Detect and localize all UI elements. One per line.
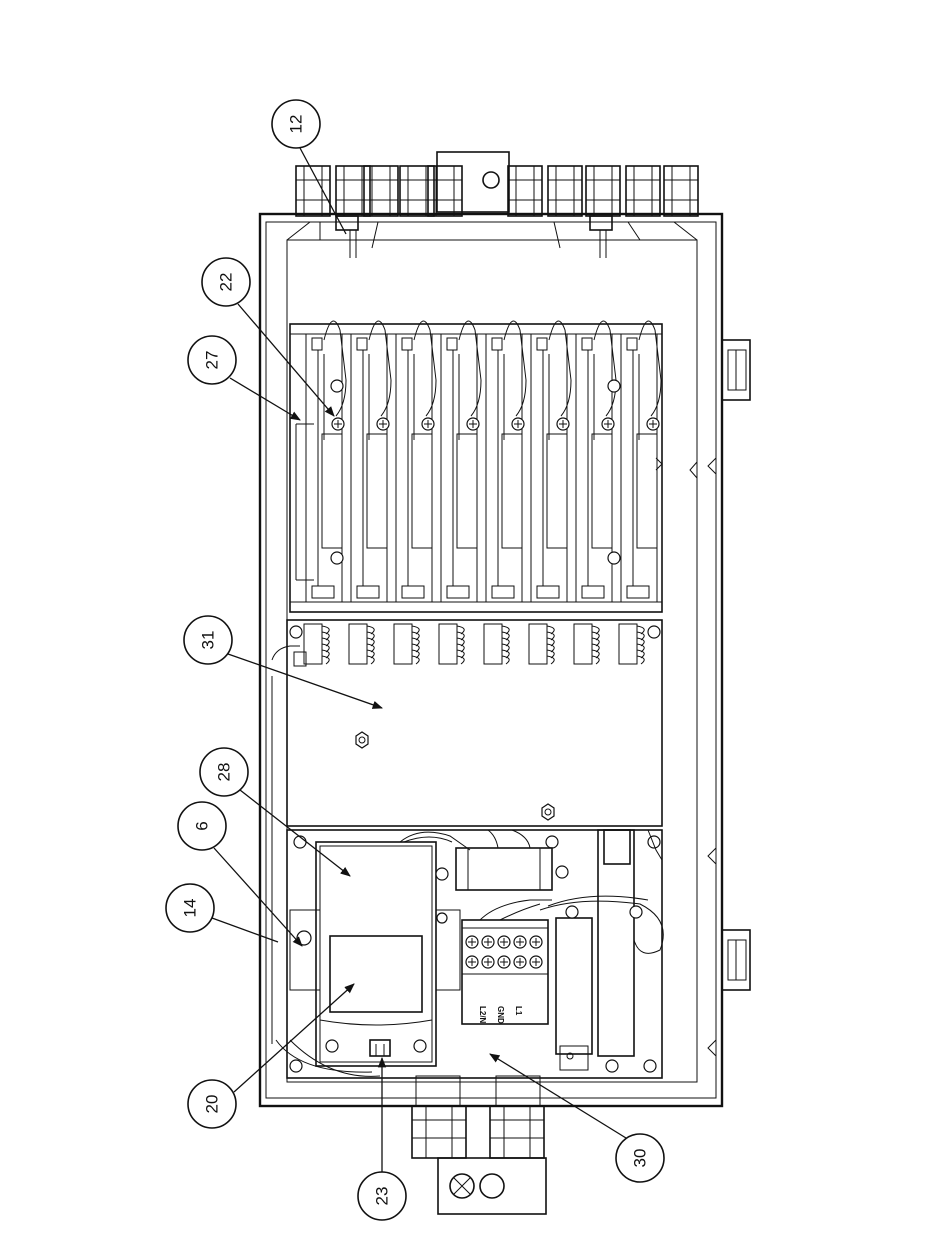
relay-module — [396, 321, 436, 602]
relay-module — [351, 321, 391, 602]
relay-module — [531, 321, 571, 602]
callout-14: 14 — [166, 884, 278, 942]
terminal-screw — [530, 936, 542, 948]
terminal-screw — [482, 956, 494, 968]
lower-component-plate — [287, 830, 662, 1078]
fuse-holder — [540, 830, 663, 1070]
cable-gland — [428, 166, 462, 216]
terminal-screw — [498, 936, 510, 948]
callout-number: 28 — [215, 763, 234, 782]
callout-number: 23 — [373, 1187, 392, 1206]
relay-module — [441, 321, 481, 602]
connector-strip — [394, 624, 419, 664]
connector-strip — [619, 624, 644, 664]
cable-gland — [364, 166, 398, 216]
callout-number: 6 — [193, 821, 212, 830]
connector-strip — [574, 624, 599, 664]
callout-27: 27 — [188, 336, 300, 420]
connector-strip — [484, 624, 509, 664]
power-supply-plate — [266, 620, 662, 1044]
terminal-label: L2/N — [478, 1006, 487, 1024]
cable-gland — [548, 166, 582, 216]
terminal-screw — [498, 956, 510, 968]
terminal-label: GND — [496, 1006, 505, 1024]
terminal-screw — [530, 956, 542, 968]
callout-leader — [234, 984, 354, 1092]
cable-gland — [336, 166, 370, 216]
callout-number: 31 — [199, 631, 218, 650]
top-gland-row — [296, 152, 698, 216]
relay-module — [486, 321, 526, 602]
callout-number: 30 — [631, 1149, 650, 1168]
hinge-top — [722, 340, 750, 400]
callout-leader — [228, 654, 382, 708]
callout-number: 20 — [203, 1095, 222, 1114]
cable-gland — [664, 166, 698, 216]
callout-31: 31 — [184, 616, 382, 708]
cable-gland — [586, 166, 620, 216]
callout-number: 12 — [287, 115, 306, 134]
callout-number: 22 — [217, 273, 236, 292]
terminal-screw — [514, 936, 526, 948]
relay-module — [621, 321, 661, 602]
cable-gland — [626, 166, 660, 216]
callout-leader — [238, 304, 334, 416]
terminal-screw — [466, 956, 478, 968]
connector-strip — [439, 624, 464, 664]
callout-number: 14 — [181, 899, 200, 918]
callout-leader — [300, 148, 346, 234]
callout-30: 30 — [490, 1054, 664, 1182]
connector-strip — [349, 624, 374, 664]
terminal-block: L2/N GND L1 — [462, 900, 552, 1024]
bottom-gland-row — [412, 1076, 546, 1214]
terminal-label: L1 — [514, 1006, 523, 1016]
cable-gland — [400, 166, 434, 216]
hinge-bottom — [722, 930, 750, 990]
callout-layer: 12 22 27 31 28 6 14 20 23 30 — [166, 100, 664, 1220]
psu-module — [276, 832, 470, 1076]
relay-module-rack — [290, 321, 662, 612]
callout-leader — [212, 918, 278, 942]
terminal-screw — [466, 936, 478, 948]
terminal-screw — [514, 956, 526, 968]
callout-leader — [240, 790, 350, 876]
connector-strip — [304, 624, 329, 664]
callout-number: 27 — [203, 351, 222, 370]
callout-leader — [214, 848, 302, 946]
cable-gland — [508, 166, 542, 216]
connector-strip — [529, 624, 554, 664]
callout-22: 22 — [202, 258, 334, 416]
terminal-screw — [482, 936, 494, 948]
